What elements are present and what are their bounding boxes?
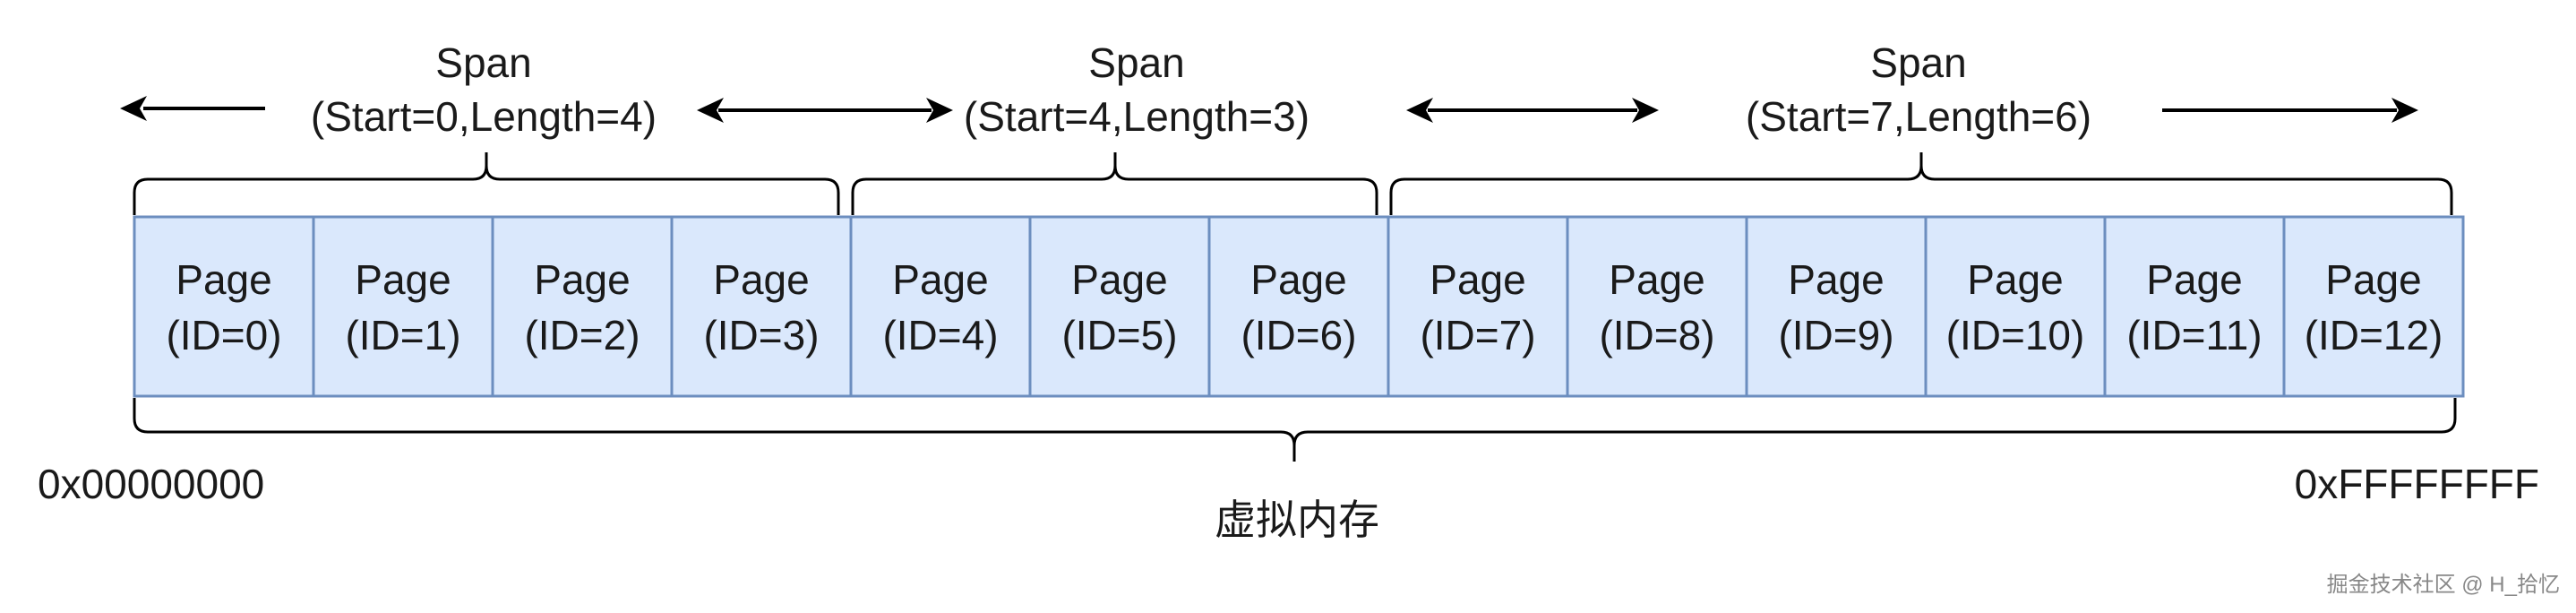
span-params: (Start=4,Length=3) [964,93,1309,140]
memory-brace [133,398,2457,462]
address-end-label: 0xFFFFFFFF [2295,461,2539,507]
page-cell: Page (ID=5) [1028,215,1211,398]
page-label: Page [1071,256,1167,303]
page-cell: Page (ID=8) [1566,215,1748,398]
page-label: Page [892,256,988,303]
span-title: Span [1870,39,1966,86]
page-cell: Page (ID=0) [133,215,315,398]
page-cell: Page (ID=2) [491,215,674,398]
span-title: Span [435,39,531,86]
span-label-0: Span (Start=0,Length=4) [311,39,657,140]
span-title: Span [1088,39,1184,86]
page-id: (ID=5) [1061,312,1177,358]
page-label: Page [713,256,809,303]
page-id: (ID=12) [2305,312,2443,358]
page-cell: Page (ID=6) [1207,215,1390,398]
page-cell: Page (ID=12) [2282,215,2465,398]
span-label-2: Span (Start=7,Length=6) [1746,39,2091,140]
page-id: (ID=4) [882,312,998,358]
watermark: 掘金技术社区 @ H_拾忆 [2327,573,2560,597]
page-id: (ID=11) [2126,312,2262,358]
arrow-span1-span2 [697,98,953,123]
page-cell: Page (ID=10) [1924,215,2107,398]
page-id: (ID=6) [1241,312,1356,358]
page-id: (ID=0) [166,312,281,358]
page-cell: Page (ID=9) [1745,215,1928,398]
page-label: Page [1430,256,1525,303]
page-label: Page [1250,256,1346,303]
page-label: Page [534,256,630,303]
span-params: (Start=0,Length=4) [311,93,657,140]
page-id: (ID=7) [1420,312,1535,358]
page-row: Page (ID=0) Page (ID=1) Page (ID=2) Page… [133,215,2465,398]
page-id: (ID=2) [524,312,640,358]
address-start-label: 0x00000000 [38,461,264,507]
page-label: Page [176,256,271,303]
span-label-1: Span (Start=4,Length=3) [964,39,1309,140]
page-label: Page [355,256,451,303]
page-cell: Page (ID=1) [312,215,494,398]
span-params: (Start=7,Length=6) [1746,93,2091,140]
page-label: Page [2146,256,2242,303]
page-id: (ID=8) [1599,312,1714,358]
page-cell: Page (ID=4) [849,215,1032,398]
page-label: Page [1609,256,1704,303]
span-brace-0 [133,152,840,215]
arrow-left-outer [120,96,265,121]
page-label: Page [1788,256,1884,303]
page-label: Page [2325,256,2421,303]
page-id: (ID=9) [1778,312,1893,358]
page-cell: Page (ID=11) [2103,215,2286,398]
page-label: Page [1967,256,2063,303]
page-id: (ID=3) [703,312,819,358]
page-id: (ID=1) [345,312,460,358]
arrow-span2-span3 [1406,98,1659,123]
span-brace-2 [1389,152,2453,215]
page-cell: Page (ID=7) [1387,215,1569,398]
page-cell: Page (ID=3) [670,215,853,398]
arrow-right-outer [2162,98,2418,123]
virtual-memory-label: 虚拟内存 [1215,496,1379,543]
span-brace-1 [851,152,1378,215]
page-id: (ID=10) [1946,312,2085,358]
